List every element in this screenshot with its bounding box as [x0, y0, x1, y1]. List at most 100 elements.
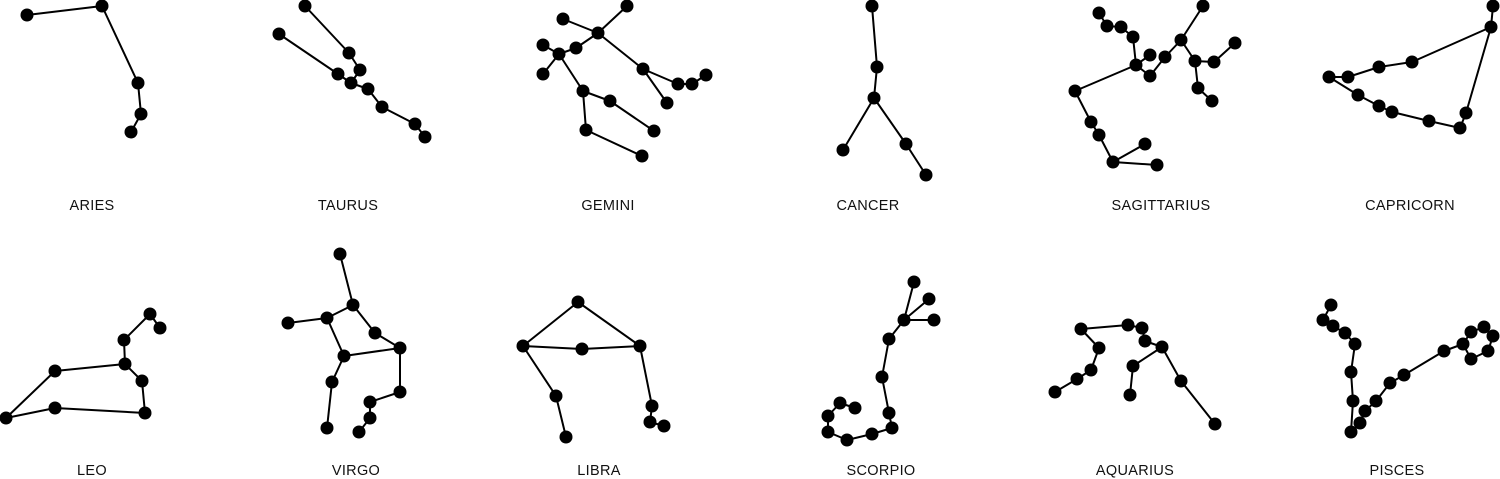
star-dot [1114, 20, 1128, 34]
star-dot [346, 298, 360, 312]
star-dot [1324, 298, 1338, 312]
star-dot [20, 8, 34, 22]
constellation-line [343, 347, 401, 357]
star-dot [1464, 325, 1478, 339]
star-dot [833, 396, 847, 410]
constellation-virgo [281, 247, 407, 439]
constellation-line [582, 90, 587, 131]
star-dot [1092, 6, 1106, 20]
constellation-line [1403, 350, 1445, 376]
star-dot [352, 425, 366, 439]
star-dot [1084, 363, 1098, 377]
star-dot [1135, 321, 1149, 335]
star-dot [821, 409, 835, 423]
constellation-label-virgo: VIRGO [331, 463, 381, 479]
constellation-label-capricorn: CAPRICORN [1365, 198, 1455, 214]
star-dot [559, 430, 573, 444]
star-dot [344, 76, 358, 90]
star-dot [882, 406, 896, 420]
star-dot [1486, 329, 1500, 343]
star-dot [1348, 337, 1362, 351]
star-dot [337, 349, 351, 363]
star-dot [836, 143, 850, 157]
constellation-gemini [536, 0, 713, 163]
star-dot [645, 399, 659, 413]
star-dot [281, 316, 295, 330]
star-dot [1207, 55, 1221, 69]
star-dot [552, 47, 566, 61]
star-dot [1074, 322, 1088, 336]
star-dot [95, 0, 109, 13]
constellation-line [304, 5, 350, 54]
constellation-line [287, 317, 328, 324]
star-dot [131, 76, 145, 90]
constellation-line [581, 345, 641, 350]
star-dot [134, 107, 148, 121]
constellation-line [5, 407, 56, 419]
star-dot [579, 123, 593, 137]
star-dot [635, 149, 649, 163]
star-dot [1341, 70, 1355, 84]
star-dot [1346, 394, 1360, 408]
star-dot [48, 401, 62, 415]
star-dot [298, 0, 312, 13]
star-dot [660, 96, 674, 110]
star-dot [1437, 344, 1451, 358]
constellation-line [597, 32, 644, 70]
star-dot [620, 0, 634, 13]
star-dot [848, 401, 862, 415]
star-dot [1155, 340, 1169, 354]
star-dot [657, 419, 671, 433]
constellation-label-leo: LEO [77, 463, 107, 479]
constellation-scorpio [821, 275, 941, 447]
star-dot [885, 421, 899, 435]
star-dot [569, 41, 583, 55]
star-dot [1358, 404, 1372, 418]
star-dot [117, 333, 131, 347]
star-dot [867, 91, 881, 105]
star-dot [1344, 365, 1358, 379]
star-dot [1344, 425, 1358, 439]
constellation-line [278, 33, 339, 75]
star-dot [549, 389, 563, 403]
star-dot [636, 62, 650, 76]
constellation-line [577, 301, 641, 347]
star-dot [1369, 394, 1383, 408]
star-dot [1459, 106, 1473, 120]
star-dot [591, 26, 605, 40]
star-dot [821, 425, 835, 439]
star-dot [1322, 70, 1336, 84]
star-dot [1084, 115, 1098, 129]
star-dot [1126, 30, 1140, 44]
star-dot [919, 168, 933, 182]
constellation-line [101, 5, 139, 84]
constellation-label-sagittarius: SAGITTARIUS [1111, 198, 1211, 214]
constellation-line [555, 395, 567, 438]
constellation-pisces [1316, 298, 1500, 439]
star-dot [138, 406, 152, 420]
star-dot [1174, 374, 1188, 388]
star-dot [393, 341, 407, 355]
constellation-aquarius [1048, 318, 1222, 431]
star-dot [897, 313, 911, 327]
star-dot [393, 385, 407, 399]
star-dot [135, 374, 149, 388]
constellation-line [26, 5, 103, 16]
constellation-line [597, 5, 628, 34]
star-dot [1205, 94, 1219, 108]
constellation-cancer [836, 0, 933, 182]
star-dot [320, 311, 334, 325]
star-dot [1188, 54, 1202, 68]
constellation-aries [20, 0, 148, 139]
star-dot [368, 326, 382, 340]
star-dot [1070, 372, 1084, 386]
constellation-leo [0, 307, 167, 425]
star-dot [1138, 137, 1152, 151]
constellation-label-pisces: PISCES [1369, 463, 1425, 479]
star-dot [1353, 416, 1367, 430]
star-dot [153, 321, 167, 335]
star-dot [1486, 0, 1500, 13]
constellation-label-libra: LIBRA [577, 463, 621, 479]
constellation-line [903, 281, 915, 321]
star-dot [1121, 318, 1135, 332]
